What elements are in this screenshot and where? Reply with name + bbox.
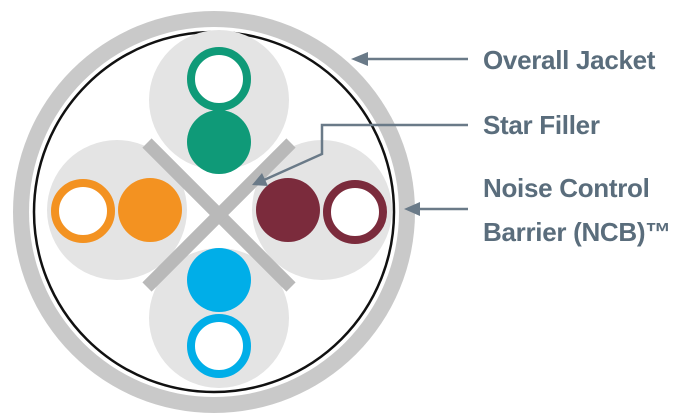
orange-striped-conductor bbox=[51, 179, 115, 243]
green-striped-conductor bbox=[187, 47, 251, 111]
ncb-label-line-2: Barrier (NCB)™ bbox=[483, 217, 671, 247]
blue-pair bbox=[187, 248, 251, 378]
ncb-arrowhead bbox=[404, 202, 420, 216]
star-filler-label: Star Filler bbox=[483, 110, 600, 140]
overall-jacket-arrowhead bbox=[351, 52, 368, 66]
green-solid-conductor bbox=[187, 110, 251, 174]
ncb-label-line-1: Noise Control bbox=[483, 173, 650, 203]
star-filler-arm-b bbox=[142, 138, 296, 292]
orange-pair bbox=[51, 178, 182, 243]
callouts: Overall Jacket Star Filler Noise Control… bbox=[252, 45, 671, 247]
orange-pair-background bbox=[47, 140, 187, 280]
blue-solid-conductor bbox=[187, 248, 251, 312]
brown-striped-conductor bbox=[323, 180, 387, 244]
star-filler-arrowhead bbox=[252, 173, 268, 186]
brown-pair-background bbox=[252, 140, 392, 280]
brown-solid-conductor bbox=[256, 178, 320, 242]
star-filler-leader-line bbox=[263, 123, 468, 182]
star-filler bbox=[142, 138, 296, 292]
blue-striped-conductor bbox=[187, 314, 251, 378]
brown-pair bbox=[256, 178, 387, 244]
overall-jacket-label: Overall Jacket bbox=[483, 45, 656, 75]
green-pair bbox=[187, 47, 251, 174]
orange-solid-conductor bbox=[118, 178, 182, 242]
